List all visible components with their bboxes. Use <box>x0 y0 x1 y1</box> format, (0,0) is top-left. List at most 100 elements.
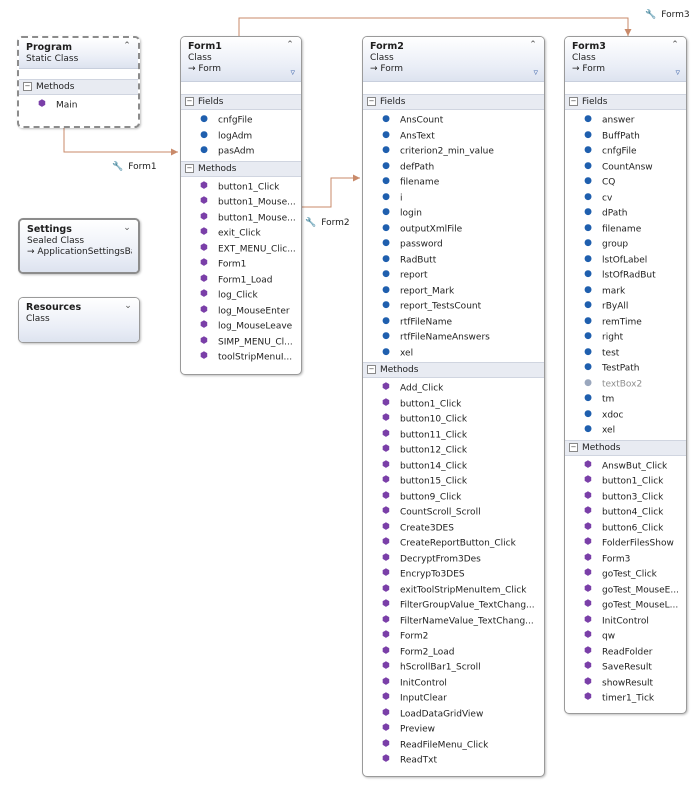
class-box-settings[interactable]: Settings Sealed Class → ApplicationSetti… <box>18 218 140 274</box>
field-item[interactable]: ●AnsText <box>363 128 544 144</box>
method-item[interactable]: ⬢InitControl <box>363 675 544 691</box>
field-item[interactable]: ●xel <box>363 345 544 361</box>
section-fields[interactable]: −Fields <box>181 94 301 110</box>
field-item[interactable]: ●logAdm <box>181 128 301 144</box>
method-item[interactable]: ⬢Form2 <box>363 628 544 644</box>
method-item[interactable]: ⬢hScrollBar1_Scroll <box>363 659 544 675</box>
field-item[interactable]: ●BuffPath <box>565 128 686 144</box>
method-item[interactable]: ⬢exitToolStripMenuItem_Click <box>363 582 544 598</box>
field-item[interactable]: ●defPath <box>363 159 544 175</box>
double-chevron-up-icon[interactable]: ⌃ <box>286 40 294 50</box>
double-chevron-up-icon[interactable]: ⌃ <box>123 41 131 51</box>
method-item[interactable]: ⬢Preview <box>363 721 544 737</box>
class-box-form1[interactable]: Form1 Class → Form ⌃ ▿ −Fields ●cnfgFile… <box>180 36 302 375</box>
method-item[interactable]: ⬢showResult <box>565 675 686 691</box>
method-item[interactable]: ⬢button15_Click <box>363 473 544 489</box>
method-item[interactable]: ⬢FilterNameValue_TextChang... <box>363 613 544 629</box>
field-item[interactable]: ●cnfgFile <box>181 112 301 128</box>
method-item[interactable]: ⬢button10_Click <box>363 411 544 427</box>
field-item[interactable]: ●outputXmlFile <box>363 221 544 237</box>
field-item[interactable]: ●TestPath <box>565 360 686 376</box>
method-item[interactable]: ⬢button6_Click <box>565 520 686 536</box>
field-item[interactable]: ●group <box>565 236 686 252</box>
method-item[interactable]: ⬢toolStripMenuI... <box>181 349 301 365</box>
method-item[interactable]: ⬢EncrypTo3DES <box>363 566 544 582</box>
method-item[interactable]: ⬢ReadFileMenu_Click <box>363 737 544 753</box>
filter-icon[interactable]: ▿ <box>533 68 538 78</box>
double-chevron-up-icon[interactable]: ⌃ <box>671 40 679 50</box>
field-item[interactable]: ●rByAll <box>565 298 686 314</box>
section-methods[interactable]: −Methods <box>181 160 301 177</box>
method-item[interactable]: ⬢button12_Click <box>363 442 544 458</box>
method-item[interactable]: ⬢DecryptFrom3Des <box>363 551 544 567</box>
collapse-toggle-icon[interactable]: − <box>569 442 578 452</box>
field-item[interactable]: ●lstOfRadBut <box>565 267 686 283</box>
method-item[interactable]: ⬢goTest_Click <box>565 566 686 582</box>
double-chevron-down-icon[interactable]: ⌄ <box>123 223 131 233</box>
field-item[interactable]: ●report <box>363 267 544 283</box>
association-label-form1[interactable]: 🔧Form1 <box>112 162 157 172</box>
field-item[interactable]: ●CQ <box>565 174 686 190</box>
method-item[interactable]: ⬢button1_Click <box>363 396 544 412</box>
field-item[interactable]: ●filename <box>363 174 544 190</box>
method-item[interactable]: ⬢LoadDataGridView <box>363 706 544 722</box>
method-item[interactable]: ⬢Form2_Load <box>363 644 544 660</box>
class-box-form2[interactable]: Form2 Class → Form ⌃ ▿ −Fields ●AnsCount… <box>362 36 545 777</box>
field-item[interactable]: ●xel <box>565 422 686 438</box>
field-item[interactable]: ●dPath <box>565 205 686 221</box>
collapse-toggle-icon[interactable]: − <box>569 97 578 106</box>
field-item[interactable]: ●cnfgFile <box>565 143 686 159</box>
field-item[interactable]: ●RadButt <box>363 252 544 268</box>
method-item[interactable]: ⬢button1_Click <box>565 473 686 489</box>
method-item[interactable]: ⬢button1_Mouse... <box>181 194 301 210</box>
field-item[interactable]: ●mark <box>565 283 686 299</box>
method-item[interactable]: ⬢CountScroll_Scroll <box>363 504 544 520</box>
method-item[interactable]: ⬢SaveResult <box>565 659 686 675</box>
field-item[interactable]: ●CountAnsw <box>565 159 686 175</box>
field-item[interactable]: ●filename <box>565 221 686 237</box>
field-item[interactable]: ●cv <box>565 190 686 206</box>
method-item[interactable]: ⬢Add_Click <box>363 380 544 396</box>
section-fields[interactable]: −Fields <box>363 94 544 110</box>
association-label-form3[interactable]: 🔧Form3 <box>645 10 690 20</box>
method-item[interactable]: ⬢ReadFolder <box>565 644 686 660</box>
method-item[interactable]: ⬢goTest_MouseL... <box>565 597 686 613</box>
field-item[interactable]: ●right <box>565 329 686 345</box>
method-item[interactable]: ⬢Main <box>19 97 138 113</box>
method-item[interactable]: ⬢Create3DES <box>363 520 544 536</box>
method-item[interactable]: ⬢InitControl <box>565 613 686 629</box>
method-item[interactable]: ⬢Form1 <box>181 256 301 272</box>
class-box-program[interactable]: Program Static Class ⌃ −Methods ⬢Main <box>17 36 140 128</box>
method-item[interactable]: ⬢button9_Click <box>363 489 544 505</box>
method-item[interactable]: ⬢exit_Click <box>181 225 301 241</box>
class-box-resources[interactable]: Resources Class ⌄ <box>18 297 140 343</box>
field-item[interactable]: ●rtfFileNameAnswers <box>363 329 544 345</box>
field-item[interactable]: ●criterion2_min_value <box>363 143 544 159</box>
collapse-toggle-icon[interactable]: − <box>185 97 194 106</box>
field-item[interactable]: ●remTime <box>565 314 686 330</box>
collapse-toggle-icon[interactable]: − <box>185 163 194 173</box>
method-item[interactable]: ⬢log_Click <box>181 287 301 303</box>
method-item[interactable]: ⬢button1_Click <box>181 179 301 195</box>
filter-icon[interactable]: ▿ <box>290 68 295 78</box>
collapse-toggle-icon[interactable]: − <box>367 365 376 374</box>
field-item[interactable]: ●tm <box>565 391 686 407</box>
method-item[interactable]: ⬢button3_Click <box>565 489 686 505</box>
method-item[interactable]: ⬢timer1_Tick <box>565 690 686 706</box>
field-item[interactable]: ●report_TestsCount <box>363 298 544 314</box>
field-item[interactable]: ●password <box>363 236 544 252</box>
section-methods[interactable]: −Methods <box>565 439 686 456</box>
method-item[interactable]: ⬢qw <box>565 628 686 644</box>
method-item[interactable]: ⬢button1_Mouse... <box>181 210 301 226</box>
field-item[interactable]: ●pasAdm <box>181 143 301 159</box>
collapse-toggle-icon[interactable]: − <box>367 97 376 106</box>
method-item[interactable]: ⬢log_MouseEnter <box>181 303 301 319</box>
method-item[interactable]: ⬢button11_Click <box>363 427 544 443</box>
method-item[interactable]: ⬢InputClear <box>363 690 544 706</box>
method-item[interactable]: ⬢log_MouseLeave <box>181 318 301 334</box>
section-methods[interactable]: −Methods <box>363 362 544 378</box>
method-item[interactable]: ⬢Form1_Load <box>181 272 301 288</box>
section-fields[interactable]: −Fields <box>565 94 686 110</box>
method-item[interactable]: ⬢goTest_MouseE... <box>565 582 686 598</box>
method-item[interactable]: ⬢AnswBut_Click <box>565 458 686 474</box>
